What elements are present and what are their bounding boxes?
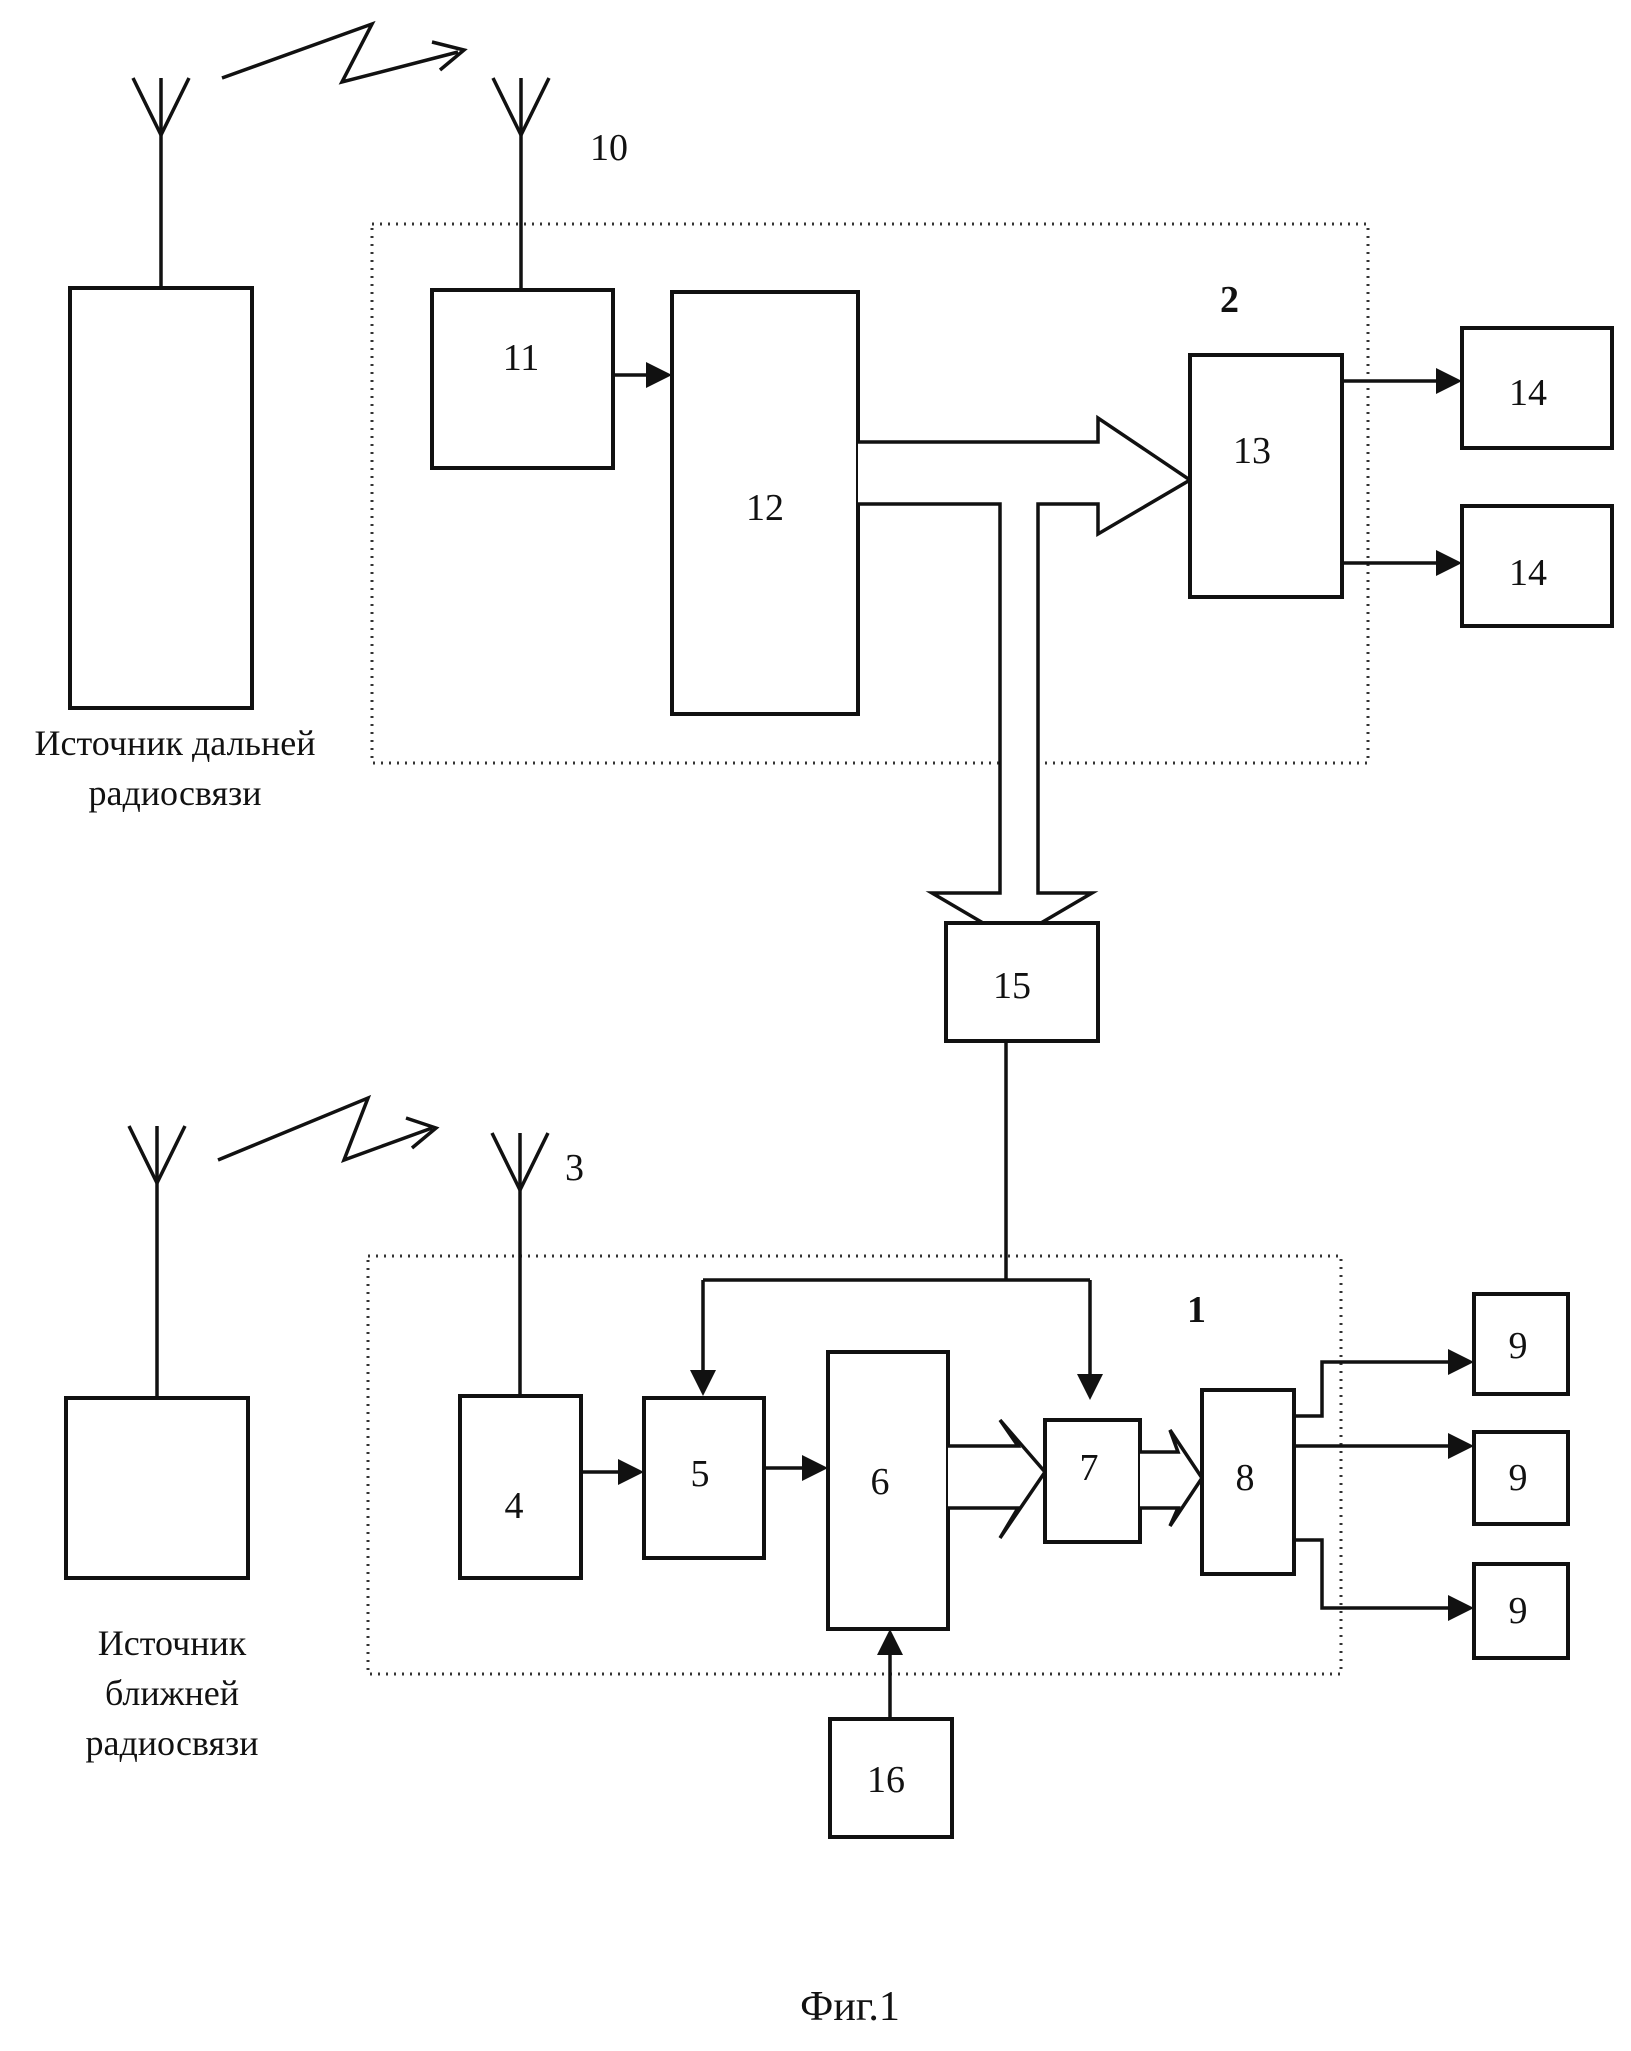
block-11-label: 11 [503, 337, 540, 379]
label-10: 10 [590, 127, 628, 169]
near-radio-source: Источник ближней радиосвязи [66, 1126, 259, 1763]
block-9-middle-label: 9 [1509, 1457, 1528, 1499]
label-3: 3 [565, 1147, 584, 1189]
arrow-head-icon [1077, 1374, 1103, 1400]
block-5-label: 5 [691, 1453, 710, 1495]
bus-arrow [1140, 1430, 1202, 1526]
arrow-head-icon [877, 1629, 903, 1655]
bus-arrow [858, 418, 1190, 940]
arrow-head-icon [690, 1370, 716, 1396]
bus-arrow [948, 1420, 1045, 1538]
figure-caption: Фиг.1 [800, 1984, 900, 2030]
antenna-icon [492, 1133, 548, 1396]
block-14-bottom-label: 14 [1509, 552, 1547, 594]
arrow-head-icon [802, 1455, 828, 1481]
antenna-icon [129, 1126, 185, 1398]
arrow-head-icon [1448, 1433, 1474, 1459]
near-source-caption-line1: Источник [98, 1623, 247, 1663]
arrow-head-icon [618, 1459, 644, 1485]
block-6-label: 6 [871, 1461, 890, 1503]
far-source-box [70, 288, 252, 708]
block-4-label: 4 [505, 1485, 524, 1527]
block-8-label: 8 [1236, 1457, 1255, 1499]
far-radio-source: Источник дальней радиосвязи [35, 78, 316, 813]
arrow-head-icon [1436, 550, 1462, 576]
block-9-top-label: 9 [1509, 1325, 1528, 1367]
block-13 [1190, 355, 1342, 597]
block-14-top-label: 14 [1509, 372, 1547, 414]
label-1: 1 [1187, 1289, 1206, 1331]
antenna-icon [493, 78, 549, 290]
block-15-label: 15 [993, 965, 1031, 1007]
near-source-caption-line2: ближней [105, 1673, 239, 1713]
arrow-head-icon [646, 362, 672, 388]
far-source-caption-line2: радиосвязи [88, 773, 261, 813]
arrow-head-icon [1448, 1595, 1474, 1621]
block-12-label: 12 [746, 487, 784, 529]
block-11 [432, 290, 613, 468]
far-source-caption-line1: Источник дальней [35, 723, 316, 763]
near-source-box [66, 1398, 248, 1578]
block-9-bottom-label: 9 [1509, 1590, 1528, 1632]
radio-link-icon [222, 24, 464, 82]
radio-link-icon [218, 1098, 436, 1160]
arrow-head-icon [1448, 1349, 1474, 1375]
arrow-head-icon [1436, 368, 1462, 394]
block-13-label: 13 [1233, 430, 1271, 472]
near-source-caption-line3: радиосвязи [85, 1723, 258, 1763]
block-16-label: 16 [867, 1759, 905, 1801]
label-2: 2 [1220, 279, 1239, 321]
antenna-icon [133, 78, 189, 288]
block-7-label: 7 [1080, 1447, 1099, 1489]
